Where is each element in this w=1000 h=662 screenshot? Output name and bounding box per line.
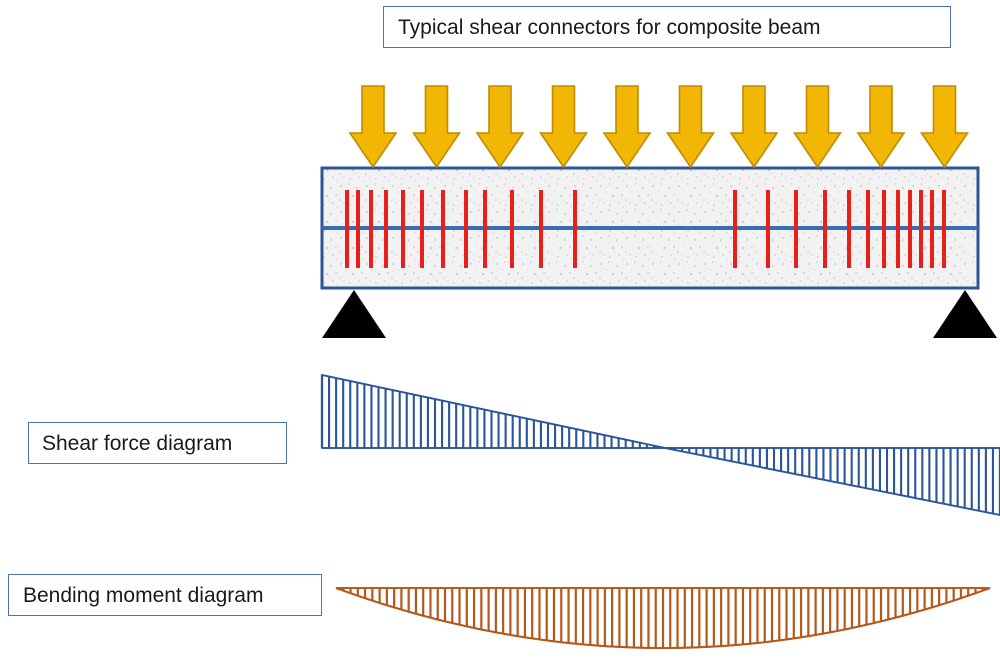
load-arrow-icon bbox=[856, 85, 906, 169]
bending-moment-diagram-label: Bending moment diagram bbox=[8, 574, 322, 616]
load-arrow-icon bbox=[538, 85, 589, 169]
load-arrow-icon bbox=[729, 85, 779, 169]
load-arrow-icon bbox=[919, 85, 970, 169]
moment-parabola-edge bbox=[335, 587, 991, 650]
load-arrow-icon bbox=[475, 85, 525, 169]
load-arrow-icon bbox=[348, 85, 398, 169]
support-left bbox=[322, 290, 386, 338]
distributed-load-arrows bbox=[348, 85, 970, 169]
page-title: Typical shear connectors for composite b… bbox=[383, 6, 951, 48]
shear-connectors bbox=[345, 190, 946, 268]
beam-supports bbox=[322, 290, 997, 338]
load-arrow-icon bbox=[792, 85, 843, 169]
load-arrow-icon bbox=[411, 85, 462, 169]
shear-lower-edge bbox=[664, 447, 1000, 516]
shear-force-diagram-label: Shear force diagram bbox=[28, 422, 287, 464]
shear-force-diagram bbox=[320, 374, 1000, 516]
support-right bbox=[933, 290, 997, 338]
load-arrow-icon bbox=[665, 85, 716, 169]
load-arrow-icon bbox=[602, 85, 652, 169]
shear-upper-edge bbox=[321, 374, 666, 449]
bending-moment-diagram bbox=[335, 587, 991, 650]
